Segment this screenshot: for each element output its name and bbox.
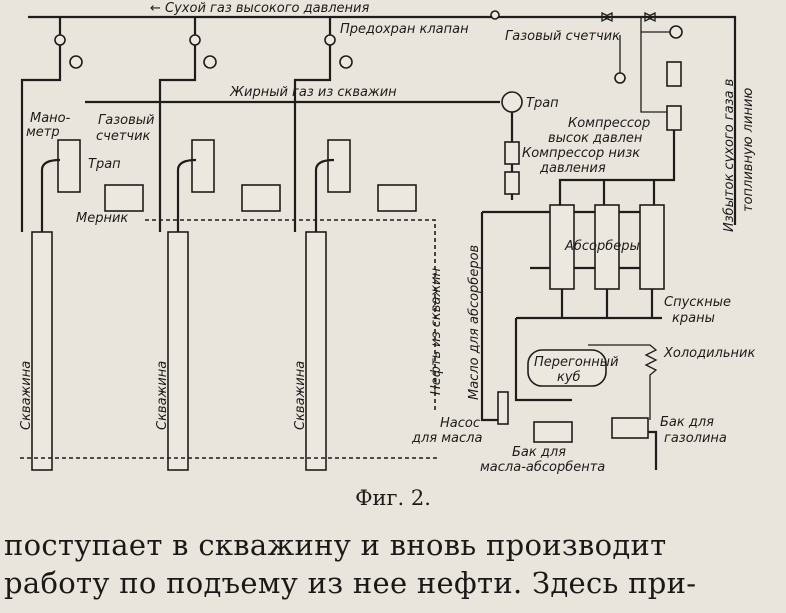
label-gasoline-tank-2: газолина [664,431,727,446]
label-gas-meter-well-2: счетчик [96,129,151,144]
oil-gas-flow-diagram: ← Сухой газ высокого давления Предохран … [19,1,756,475]
oil-pump-icon [497,391,509,425]
figure-caption: Фиг. 2. [355,486,431,510]
gas-meter-icon [614,72,626,84]
label-safety-valve: Предохран клапан [340,22,469,37]
label-well-2: Скважина [155,361,170,430]
gasoline-outlet [648,430,658,470]
label-excess-gas-2: топливную линию [741,88,756,212]
compressor-low-cylinder [504,171,520,195]
meter-piping [619,17,672,113]
label-gasoline-tank-1: Бак для [660,415,714,430]
label-trap-well: Трап [88,157,121,172]
label-gas-meter-top: Газовый счетчик [505,29,620,44]
label-manometer-2: метр [26,125,60,140]
absorbent-tank-icon [533,421,573,443]
label-dry-gas: ← Сухой газ высокого давления [150,1,369,16]
label-manometer-1: Мано- [30,111,71,126]
body-text: поступает в скважину и вновь производит … [4,526,784,602]
drain-line [516,289,662,320]
label-measuring-tank: Мерник [76,211,128,226]
label-absorbent-tank-2: масла-абсорбента [480,460,605,475]
label-still-2: куб [557,370,581,385]
compressor-low-icon [504,141,520,165]
label-oil-for-absorbers: Масло для абсорберов [467,245,482,400]
compressor-high-icon [666,105,682,131]
label-gas-meter-well-1: Газовый [98,113,154,128]
still-icon [527,349,607,387]
label-well-3: Скважина [293,361,308,430]
valve-icon [601,11,656,23]
label-drain-1: Спускные [664,295,731,310]
gasoline-tank-icon [611,417,649,439]
label-absorbent-tank-1: Бак для [512,445,566,460]
label-rich-gas: Жирный газ из скважин [229,85,397,100]
compressor-high-cylinder [666,61,682,87]
label-compressor-low-2: давления [539,161,606,176]
safety-valve-icon [490,10,500,20]
label-well-1: Скважина [19,361,34,430]
label-oil-pump-2: для масла [411,431,482,446]
absorbers [549,204,665,290]
body-text-line: поступает в скважину и вновь производит [4,528,667,562]
label-still-1: Перегонный [534,355,619,370]
dry-gas-main-line [28,15,737,225]
absorber-oil-line [480,212,500,422]
main-trap-icon [501,91,523,113]
label-compressor-low-1: Компрессор низк [522,146,640,161]
label-cooler: Холодильник [663,346,755,361]
gauge-icon [669,25,683,39]
label-drain-2: краны [672,311,715,326]
oil-line [145,219,436,410]
well-gas-feeds [20,17,353,232]
label-compressor-high-2: высок давлен [548,131,643,146]
label-absorbers: Абсорберы [564,239,640,254]
body-text-line: работу по подъему из нее нефти. Здесь пр… [4,566,697,600]
label-compressor-high-1: Компрессор [568,116,650,131]
label-main-trap: Трап [526,96,559,111]
wells [31,139,417,471]
label-oil-pump-1: Насос [440,416,480,431]
still-feed [514,318,572,402]
cooler-coil [588,344,658,420]
label-oil-from-wells: Нефть из скважин [429,267,444,395]
label-excess-gas-1: Избыток сухого газа в [722,79,737,232]
